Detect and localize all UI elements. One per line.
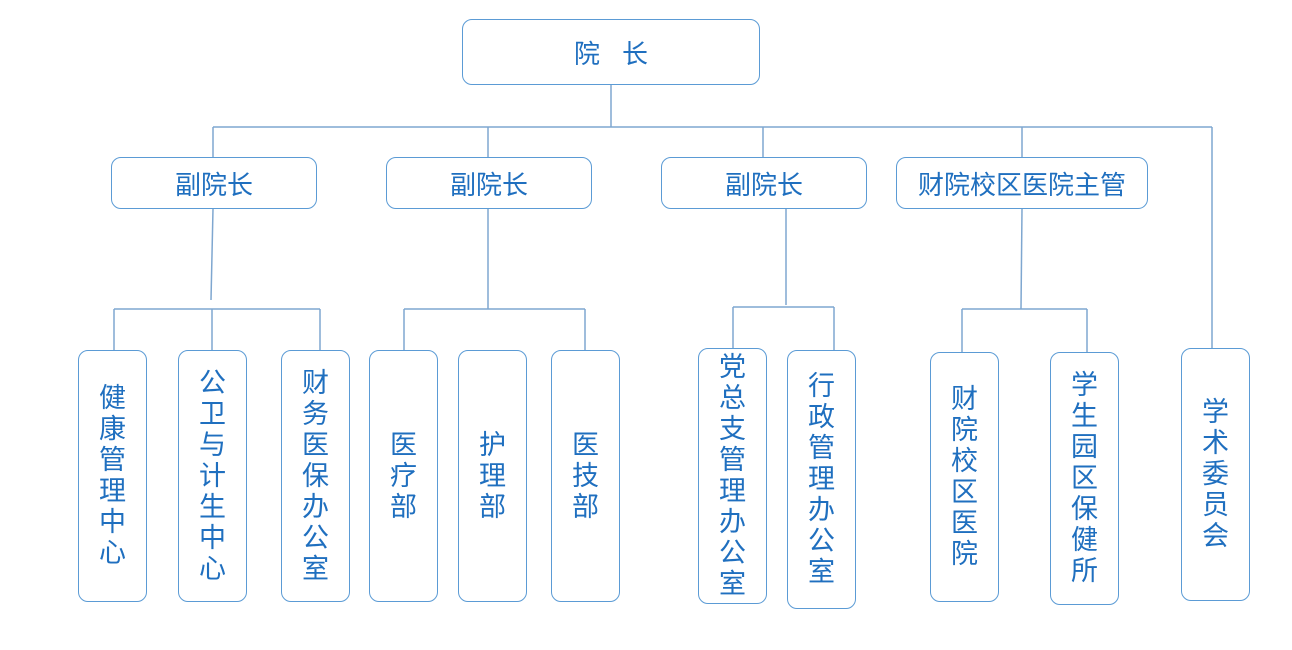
root-node-label: 院长 [573,39,670,70]
unit-node-administration: 行政管理办公室 [787,350,856,609]
unit-label-nursing: 护理部 [479,429,506,523]
vice-president-node-3: 副院长 [661,157,867,209]
unit-node-nursing: 护理部 [458,350,527,602]
unit-label-administration: 行政管理办公室 [808,371,835,588]
unit-node-public-health: 公卫与计生中心 [178,350,247,602]
unit-label-medical-technology: 医技部 [572,429,599,523]
unit-label-party-branch: 党总支管理办公室 [719,352,746,600]
unit-node-academic-committee: 学术委员会 [1181,348,1250,601]
vice-president-node-1: 副院长 [111,157,317,209]
campus-hospital-director-label: 财院校区医院主管 [917,170,1126,201]
unit-node-campus-hospital: 财院校区医院 [930,352,999,602]
vice-president-label-3: 副院长 [724,170,803,201]
campus-stem-line [1020,208,1023,310]
unit-node-student-clinic: 学生园区保健所 [1050,352,1119,605]
unit-node-medical-technology: 医技部 [551,350,620,602]
unit-label-health-management: 健康管理中心 [99,383,126,569]
unit-label-academic-committee: 学术委员会 [1202,397,1229,552]
vice-president-label-1: 副院长 [174,170,253,201]
unit-label-finance-insurance: 财务医保办公室 [302,367,329,585]
unit-node-health-management: 健康管理中心 [78,350,147,602]
campus-hospital-director-node: 财院校区医院主管 [896,157,1148,209]
unit-label-student-clinic: 学生园区保健所 [1071,370,1098,587]
root-node: 院长 [462,19,760,85]
unit-label-campus-hospital: 财院校区医院 [951,384,978,570]
vice-president-node-2: 副院长 [386,157,592,209]
unit-node-finance-insurance: 财务医保办公室 [281,350,350,602]
unit-node-medical: 医疗部 [369,350,438,602]
unit-label-public-health: 公卫与计生中心 [199,367,226,585]
vice-president-label-2: 副院长 [449,170,528,201]
unit-label-medical: 医疗部 [390,429,417,523]
vp1-stem-line [210,208,214,301]
unit-node-party-branch: 党总支管理办公室 [698,348,767,604]
